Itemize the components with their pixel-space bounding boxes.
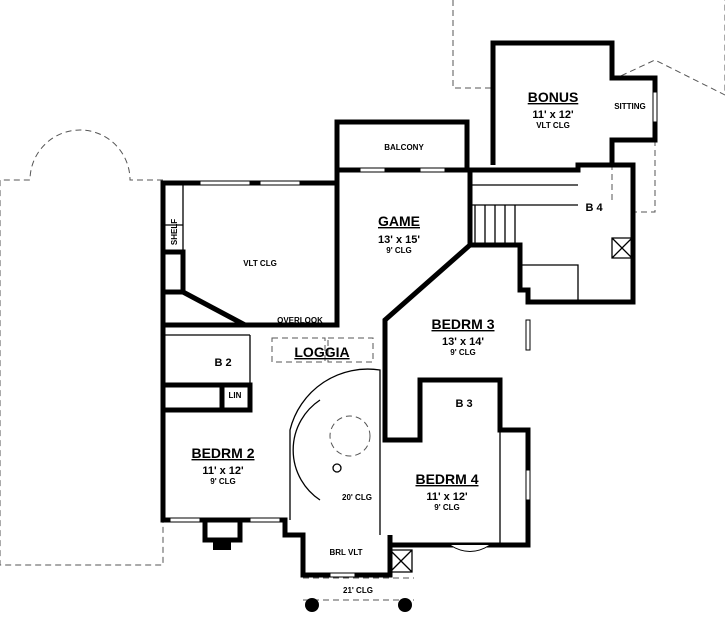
bedrm3-label: BEDRM 3 [431, 316, 494, 332]
b4-label: B 4 [585, 202, 603, 214]
bonus-ceiling: VLT CLG [536, 121, 570, 130]
walls [160, 40, 658, 578]
bedrm3-ceiling: 9' CLG [450, 348, 475, 357]
overlook-label: OVERLOOK [277, 316, 323, 325]
bedrm2-label: BEDRM 2 [191, 445, 254, 461]
room-labels: BONUS 11' x 12' VLT CLG SITTING BALCONY … [170, 89, 646, 595]
entry-ceiling: BRL VLT [329, 548, 362, 557]
shelf-label: SHELF [170, 219, 179, 245]
b2-label: B 2 [214, 357, 231, 369]
bonus-label: BONUS [528, 89, 579, 105]
lin-label: LIN [229, 391, 242, 400]
bonus-size: 11' x 12' [532, 109, 574, 121]
bedrm2-size: 11' x 12' [202, 465, 244, 477]
bedrm2-ceiling: 9' CLG [210, 477, 235, 486]
windows [169, 91, 658, 578]
bedrm4-ceiling: 9' CLG [434, 503, 459, 512]
spiral-stair [289, 368, 381, 535]
porch [303, 237, 633, 612]
game-size: 13' x 15' [378, 234, 420, 246]
porch-ceiling: 21' CLG [343, 586, 373, 595]
straight-stair [474, 205, 516, 245]
loggia-label: LOGGIA [294, 344, 349, 360]
lower-floor-outline [0, 0, 725, 566]
sitting-label: SITTING [614, 102, 646, 111]
loggia-outline [271, 337, 374, 363]
bedrm4-label: BEDRM 4 [415, 471, 478, 487]
bedrm4-size: 11' x 12' [426, 491, 468, 503]
game-ceiling: 9' CLG [386, 246, 411, 255]
vlt-clg-label: VLT CLG [243, 259, 277, 268]
balcony-label: BALCONY [384, 143, 424, 152]
b3-label: B 3 [455, 398, 472, 410]
stair-ceiling: 20' CLG [342, 493, 372, 502]
game-label: GAME [378, 213, 420, 229]
bedrm3-size: 13' x 14' [442, 336, 484, 348]
